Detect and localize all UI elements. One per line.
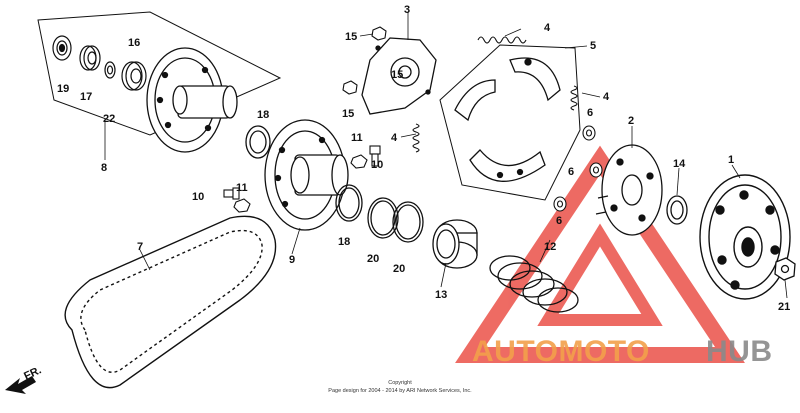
copyright-line-2: Page design for 2004 - 2014 by ARI Netwo…	[328, 388, 472, 394]
seal-collar-13	[432, 219, 478, 269]
clutch-shoe-lower	[469, 149, 546, 182]
part-label-11b: 11	[236, 182, 248, 194]
clutch-outer-1	[699, 174, 791, 300]
watermark-brand-part1: AUTOMOTO	[472, 335, 650, 368]
part-label-4c: 4	[391, 132, 398, 144]
part-label-8: 8	[101, 162, 107, 174]
front-direction-arrow: FR.	[5, 364, 43, 394]
part-label-1: 1	[728, 154, 734, 166]
bearing-17	[79, 45, 101, 71]
part-label-6a: 6	[587, 107, 593, 119]
bolt-10-lower	[223, 187, 240, 200]
watermark-logo	[455, 145, 745, 363]
part-label-15c: 15	[342, 108, 354, 120]
part-label-4b: 4	[603, 91, 610, 103]
part-label-20b: 20	[393, 263, 405, 275]
part-label-5: 5	[590, 40, 596, 52]
part-label-19: 19	[57, 83, 69, 95]
clutch-shoe-left	[454, 79, 496, 122]
part-label-3: 3	[404, 4, 410, 16]
part-label-6b: 6	[568, 166, 574, 178]
part-label-18a: 18	[257, 109, 269, 121]
part-label-10a: 10	[371, 159, 383, 171]
oil-seal-18	[245, 125, 271, 159]
part-label-7: 7	[137, 241, 143, 253]
drive-plate-2	[595, 144, 663, 236]
nut-15c	[342, 80, 358, 95]
spring-4b	[570, 85, 578, 111]
washer-6c	[553, 196, 567, 212]
part-label-15a: 15	[345, 31, 357, 43]
spring-4c	[412, 123, 420, 153]
part-label-10b: 10	[192, 191, 204, 203]
copyright-line-1: Copyright	[388, 380, 412, 386]
seal-19	[52, 35, 72, 61]
part-number-labels: 1 2 3 4 4 4 5 6 6 6 7 8 9 10 10 11 11 12…	[57, 4, 790, 313]
drive-belt-7	[64, 215, 277, 389]
nut-21	[774, 257, 796, 281]
bearing-22	[104, 61, 116, 79]
plate-3	[361, 37, 437, 115]
o-ring-20a	[367, 197, 399, 239]
part-label-2: 2	[628, 115, 634, 127]
clutch-shoe-upper	[509, 57, 561, 102]
part-label-18b: 18	[338, 236, 350, 248]
part-label-4a: 4	[544, 22, 551, 34]
driven-face-9	[264, 119, 349, 231]
part-label-9: 9	[289, 254, 295, 266]
part-label-16: 16	[128, 37, 140, 49]
front-direction-label: FR.	[22, 364, 43, 382]
washer-6a	[582, 125, 596, 141]
part-label-12: 12	[544, 241, 556, 253]
part-label-6c: 6	[556, 215, 562, 227]
o-ring-20b	[392, 201, 424, 243]
part-label-15b: 15	[391, 69, 403, 81]
o-ring-18	[335, 184, 363, 222]
washer-6b	[589, 162, 603, 178]
part-label-17: 17	[80, 91, 92, 103]
leader-lines	[104, 12, 788, 299]
bolt-10-upper	[369, 145, 381, 167]
bearing-16	[121, 61, 147, 91]
drive-pulley-face	[146, 47, 238, 153]
part-label-22: 22	[103, 113, 115, 125]
part-label-11a: 11	[351, 132, 363, 144]
watermark-text: AUTOMOTO HUB	[472, 335, 773, 368]
seal-14	[666, 195, 688, 225]
part-label-13: 13	[435, 289, 447, 301]
nut-15a	[371, 26, 387, 41]
spring-4a	[477, 36, 527, 44]
part-label-14: 14	[673, 158, 686, 170]
watermark-brand-part2: HUB	[706, 335, 773, 368]
copyright-notice: Copyright Page design for 2004 - 2014 by…	[328, 380, 472, 394]
clutch-shoe-group-5	[439, 44, 581, 201]
part-label-20a: 20	[367, 253, 379, 265]
nut-11-lower	[233, 198, 251, 213]
nut-11-upper	[350, 154, 368, 169]
part-label-21: 21	[778, 301, 790, 313]
spring-12	[489, 255, 579, 313]
